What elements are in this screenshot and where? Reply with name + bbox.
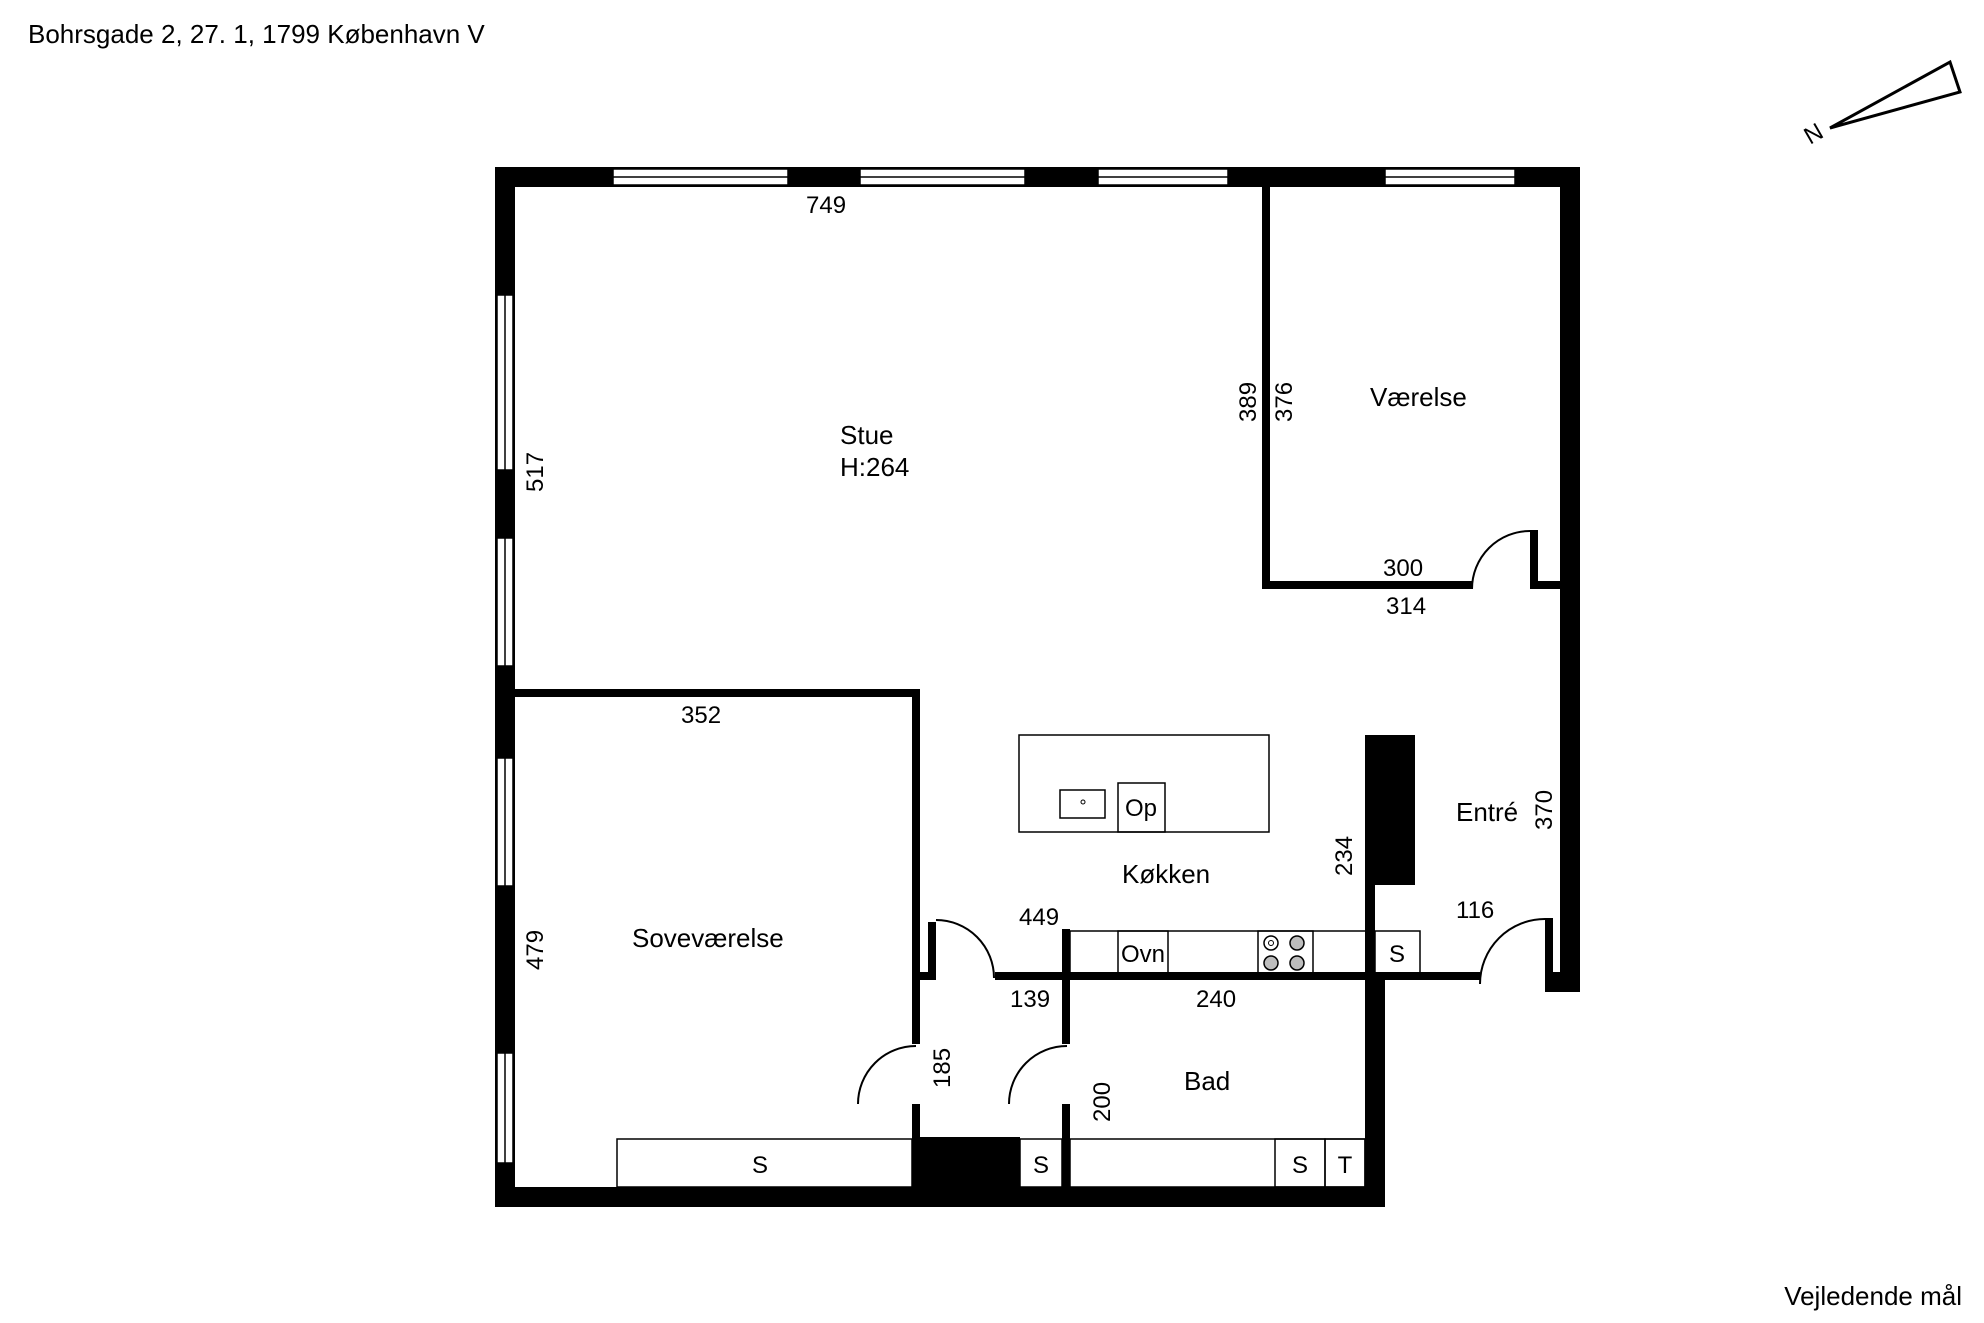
bath-fixtures: S T bbox=[1069, 1138, 1366, 1188]
footer-note: Vejledende mål bbox=[1784, 1281, 1962, 1311]
room-label-sovevaerelse: Soveværelse bbox=[632, 923, 784, 953]
dim-entre-height: 370 bbox=[1531, 790, 1558, 830]
sove-closet: S bbox=[616, 1138, 913, 1188]
dim-stue-width: 749 bbox=[806, 192, 846, 219]
closet-label-hall: S bbox=[1033, 1152, 1049, 1179]
hall-closet: S bbox=[1019, 1138, 1063, 1188]
room-label-stue: Stue bbox=[840, 420, 894, 450]
dim-hall-height: 185 bbox=[929, 1048, 956, 1088]
dim-koekken-width: 449 bbox=[1019, 904, 1059, 931]
stove-icon bbox=[1263, 935, 1305, 971]
dim-vaerelse-outer: 314 bbox=[1386, 593, 1426, 620]
dim-stue-height: 517 bbox=[522, 452, 549, 492]
windows-left bbox=[496, 294, 514, 1164]
dim-sove-width: 352 bbox=[681, 702, 721, 729]
windows-top bbox=[612, 168, 1516, 186]
dim-vaerelse-inner: 300 bbox=[1383, 555, 1423, 582]
toilet-label: T bbox=[1338, 1152, 1353, 1179]
closet-label-entre: S bbox=[1389, 941, 1405, 968]
dim-vaerelse-right: 376 bbox=[1271, 382, 1298, 422]
dim-sove-height: 479 bbox=[522, 930, 549, 970]
dim-hall-width: 139 bbox=[1010, 986, 1050, 1013]
north-label: N bbox=[1800, 118, 1829, 150]
dim-bad-height: 200 bbox=[1089, 1082, 1116, 1122]
dim-koekken-depth: 234 bbox=[1331, 836, 1358, 876]
dishwasher-label: Op bbox=[1125, 795, 1157, 822]
room-label-bad: Bad bbox=[1184, 1066, 1230, 1096]
closet-label-sove: S bbox=[752, 1152, 768, 1179]
room-label-koekken: Køkken bbox=[1122, 859, 1210, 889]
interior-walls bbox=[515, 187, 1580, 1187]
room-label-vaerelse: Værelse bbox=[1370, 382, 1467, 412]
kitchen-island: Op bbox=[1018, 734, 1270, 833]
dim-entre-door: 116 bbox=[1456, 897, 1494, 924]
north-arrow-icon: N bbox=[1800, 59, 1962, 150]
closet-label-bad: S bbox=[1292, 1152, 1308, 1179]
address-title: Bohrsgade 2, 27. 1, 1799 København V bbox=[28, 19, 485, 49]
outer-walls bbox=[495, 167, 1580, 1207]
room-height-stue: H:264 bbox=[840, 452, 909, 482]
dim-vaerelse-left: 389 bbox=[1235, 382, 1262, 422]
kitchen-counter: Ovn S bbox=[1069, 930, 1421, 975]
doors bbox=[857, 530, 1546, 1105]
oven-label: Ovn bbox=[1121, 941, 1165, 968]
dim-bad-width: 240 bbox=[1196, 986, 1236, 1013]
room-label-entre: Entré bbox=[1456, 797, 1518, 827]
